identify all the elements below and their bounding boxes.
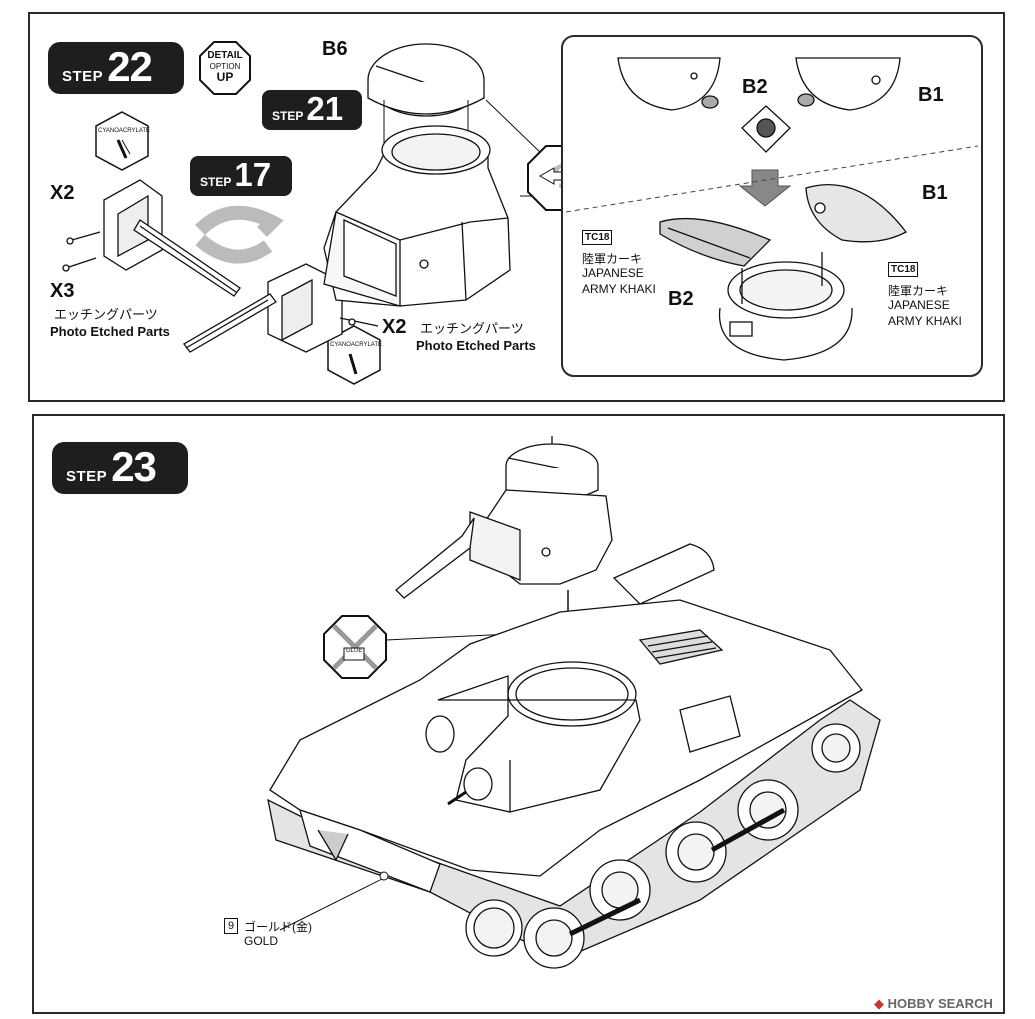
step-word: STEP <box>200 175 232 189</box>
gold-paint-number: 9 <box>224 918 238 934</box>
turret-ring-drawing <box>718 252 853 361</box>
paint-jp: 陸軍カーキ <box>582 252 643 266</box>
gun-mount-drawing <box>62 179 241 297</box>
detail-up-text: DETAIL OPTION UP <box>200 50 250 83</box>
step-number: 23 <box>111 443 157 490</box>
hatch-half-b2 <box>617 57 721 111</box>
paint-code-badge: TC18 <box>582 230 613 245</box>
part-x3-label: X3 <box>50 280 75 302</box>
part-b6-label: B6 <box>322 38 348 60</box>
paint-en-1: JAPANESE <box>582 266 644 280</box>
detail-up-icon <box>199 41 251 95</box>
turret-drawing <box>323 43 511 307</box>
step-word: STEP <box>272 109 304 123</box>
step-number: 22 <box>107 43 153 90</box>
gold-paint-jp: ゴールド(金) <box>244 920 312 934</box>
step-23-badge: STEP 23 <box>52 442 188 494</box>
part-x2-left-label: X2 <box>50 182 75 204</box>
watermark-icon: ◆ <box>874 996 884 1011</box>
paint-jp: 陸軍カーキ <box>888 284 949 298</box>
glue-label: GLUE <box>346 648 363 654</box>
step-17-badge: STEP 17 <box>190 156 292 196</box>
step-22-badge: STEP 22 <box>48 42 184 94</box>
watermark: ◆ HOBBY SEARCH <box>874 996 993 1012</box>
hatch-half-b1-painted <box>805 184 907 243</box>
part-b2-lower-label: B2 <box>668 288 694 310</box>
paint-code-badge: TC18 <box>888 262 919 277</box>
etched-parts-jp: エッチングパーツ <box>54 307 158 322</box>
part-b1-lower-label: B1 <box>922 182 948 204</box>
cyanoacrylate-label: CYANOACRYLATE <box>98 128 151 134</box>
nippers-icon <box>741 105 791 153</box>
hatch-half-b2-painted <box>659 217 772 267</box>
watermark-text: HOBBY SEARCH <box>887 996 993 1011</box>
step-word: STEP <box>62 68 104 85</box>
part-b2-top-label: B2 <box>742 76 768 98</box>
detail-up-line1: DETAIL <box>207 50 243 61</box>
paint-en-1: JAPANESE <box>888 298 950 312</box>
road-wheels <box>465 723 861 969</box>
gun-mount-drawing <box>183 263 379 353</box>
detail-up-line2: OPTION <box>209 62 241 71</box>
tank-hull-drawing <box>267 543 881 961</box>
step-number: 17 <box>234 156 272 193</box>
part-b1-top-label: B1 <box>918 84 944 106</box>
inset-detail-panel <box>561 35 983 377</box>
etched-parts-en: Photo Etched Parts <box>50 324 170 339</box>
hatch-half-b1 <box>795 57 901 111</box>
detail-up-line3: UP <box>216 70 234 84</box>
down-arrow-icon <box>738 169 792 207</box>
part-x2-right-label: X2 <box>382 316 407 338</box>
step-word: STEP <box>66 468 108 485</box>
paint-en-2: ARMY KHAKI <box>888 314 962 328</box>
gold-paint-en: GOLD <box>244 934 279 948</box>
etched-parts-en: Photo Etched Parts <box>416 338 536 353</box>
paint-en-2: ARMY KHAKI <box>582 282 656 296</box>
etched-parts-jp: エッチングパーツ <box>420 321 524 336</box>
step-number: 21 <box>306 90 344 127</box>
turret-drawing <box>395 436 613 599</box>
step-21-badge: STEP 21 <box>262 90 362 130</box>
cyanoacrylate-label: CYANOACRYLATE <box>330 342 383 348</box>
rotate-arrow-icon <box>195 205 284 264</box>
